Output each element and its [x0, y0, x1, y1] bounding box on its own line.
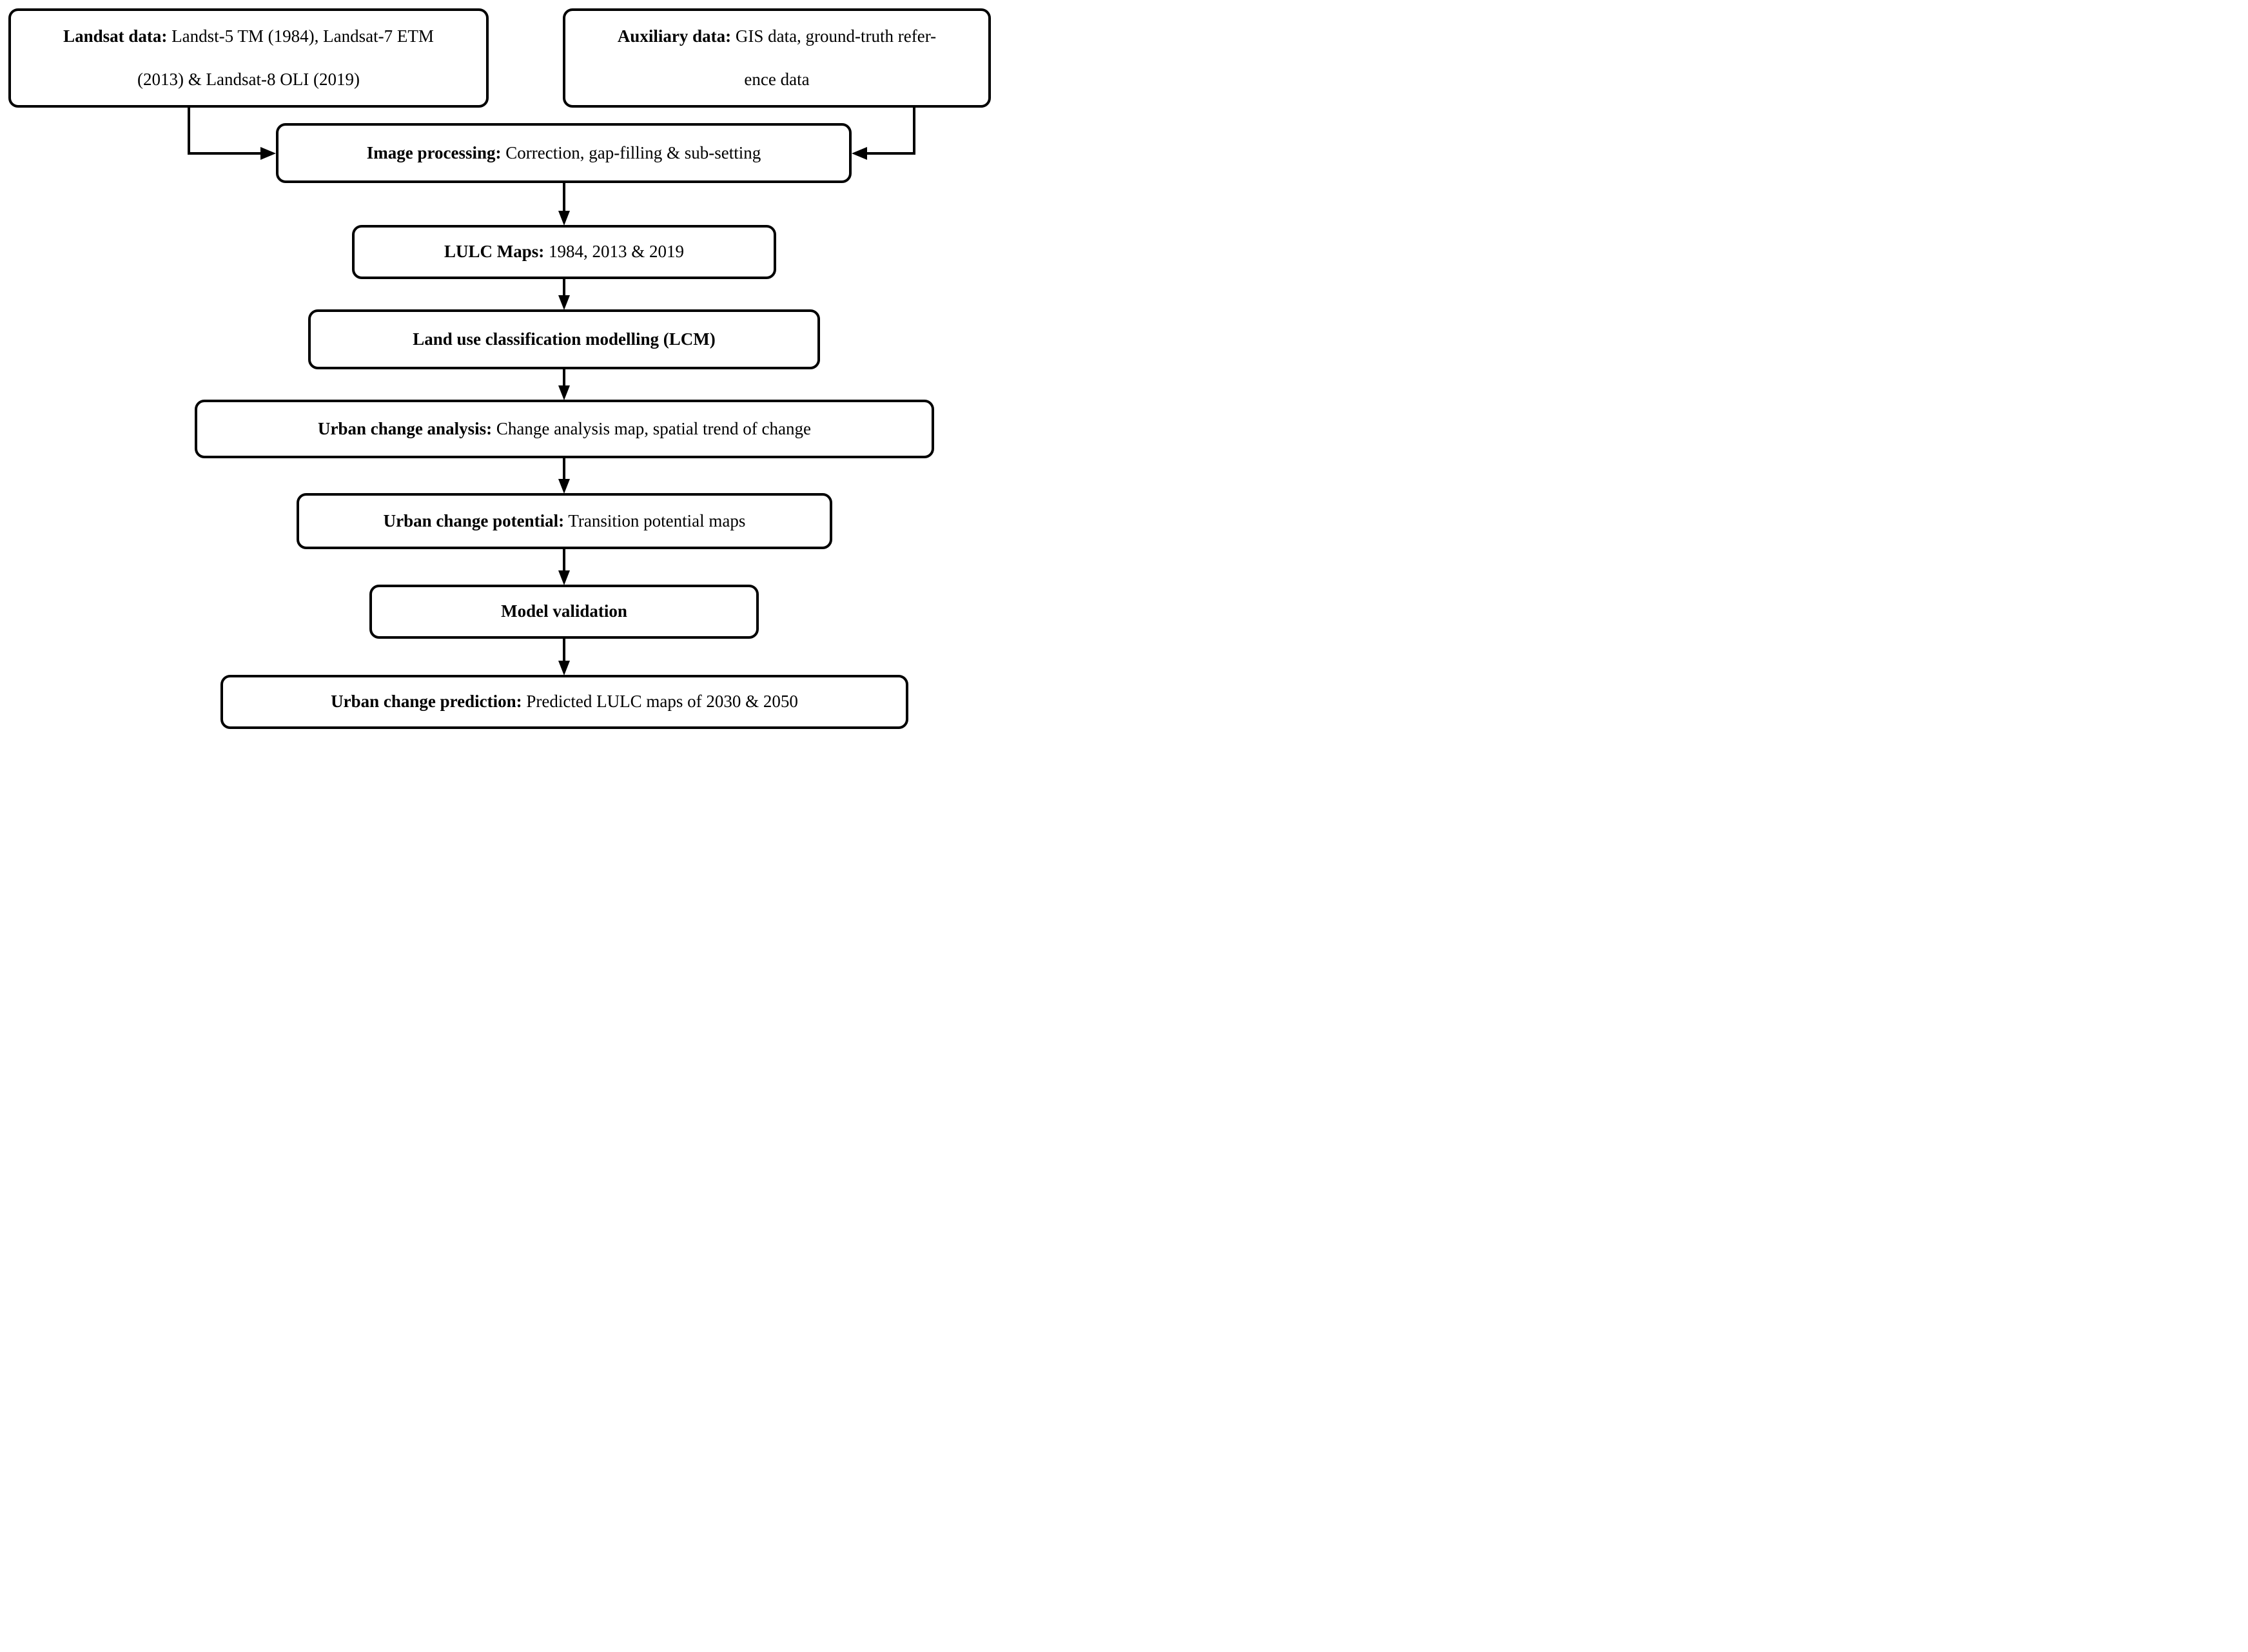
node-text-line: Land use classification modelling (LCM) [413, 329, 716, 351]
node-image-processing: Image processing: Correction, gap-fillin… [276, 123, 852, 183]
node-label: Urban change potential: [383, 510, 565, 530]
node-text-line: Landsat data: Landst-5 TM (1984), Landsa… [63, 26, 434, 48]
arrow-analysis-to-potential [558, 457, 570, 494]
node-text-line: Model validation [501, 601, 627, 623]
node-label: LULC Maps: [444, 242, 545, 262]
node-text-line: Urban change potential: Transition poten… [384, 510, 746, 532]
node-model-validation: Model validation [369, 585, 759, 639]
node-urban-change-potential: Urban change potential: Transition poten… [297, 493, 832, 549]
node-auxiliary-data: Auxiliary data: GIS data, ground-truth r… [563, 8, 991, 108]
node-text-line: Urban change analysis: Change analysis m… [318, 418, 811, 440]
node-text: Change analysis map, spatial trend of ch… [492, 418, 811, 438]
node-label: Landsat data: [63, 26, 168, 46]
node-text: Landst-5 TM (1984), Landsat-7 ETM [167, 26, 434, 46]
node-text-line: (2013) & Landsat-8 OLI (2019) [137, 69, 360, 91]
node-label: Model validation [501, 601, 627, 621]
node-land-use-classification-modelling: Land use classification modelling (LCM) [308, 309, 820, 369]
arrow-landsat-to-image-processing [188, 106, 276, 160]
node-label: Land use classification modelling (LCM) [413, 329, 716, 349]
node-landsat-data: Landsat data: Landst-5 TM (1984), Landsa… [8, 8, 489, 108]
node-text-line: Auxiliary data: GIS data, ground-truth r… [618, 26, 936, 48]
node-text: Transition potential maps [564, 510, 746, 530]
node-label: Urban change prediction: [331, 692, 522, 712]
arrow-potential-to-validation [558, 548, 570, 585]
node-text: Correction, gap-filling & sub-setting [501, 142, 761, 162]
node-urban-change-prediction: Urban change prediction: Predicted LULC … [220, 675, 908, 729]
node-label: Image processing: [366, 142, 502, 162]
node-text: 1984, 2013 & 2019 [544, 242, 685, 262]
arrow-validation-to-prediction [558, 637, 570, 675]
node-urban-change-analysis: Urban change analysis: Change analysis m… [195, 400, 934, 458]
node-text: ence data [744, 69, 810, 89]
arrow-auxiliary-to-image-processing [852, 106, 915, 160]
node-text-line: LULC Maps: 1984, 2013 & 2019 [444, 241, 684, 263]
node-label: Auxiliary data: [617, 26, 732, 46]
node-label: Urban change analysis: [318, 418, 493, 438]
node-text-line: Urban change prediction: Predicted LULC … [331, 691, 798, 713]
arrow-lulc-maps-to-lcm [558, 278, 570, 310]
node-text-line: Image processing: Correction, gap-fillin… [367, 142, 761, 164]
arrow-image-processing-to-lulc-maps [558, 182, 570, 226]
flowchart-figure: Landsat data: Landst-5 TM (1984), Landsa… [0, 0, 999, 734]
node-text: GIS data, ground-truth refer- [731, 26, 937, 46]
node-lulc-maps: LULC Maps: 1984, 2013 & 2019 [352, 225, 776, 279]
node-text-line: ence data [744, 69, 809, 91]
node-text: (2013) & Landsat-8 OLI (2019) [137, 69, 360, 89]
node-text: Predicted LULC maps of 2030 & 2050 [522, 692, 798, 712]
arrow-lcm-to-urban-change-analysis [558, 368, 570, 400]
